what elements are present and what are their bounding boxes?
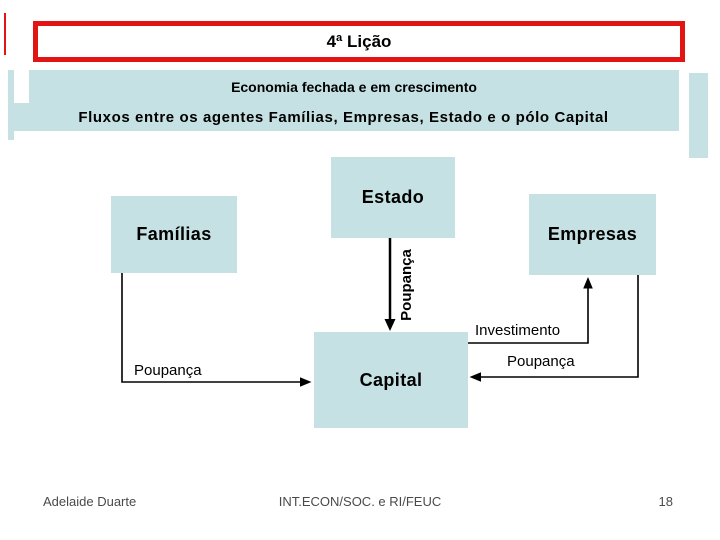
footer-course: INT.ECON/SOC. e RI/FEUC [278, 494, 442, 509]
flow-label-familias-capital: Poupança [134, 362, 202, 379]
flow-label-empresas-capital: Poupança [507, 353, 575, 370]
arrowhead-capital-empresas [583, 277, 593, 289]
slide-number: 18 [658, 494, 673, 509]
description-text: Fluxos entre os agentes Famílias, Empres… [78, 108, 609, 126]
slide-title: 4ª Lição [326, 31, 392, 51]
node-estado-label: Estado [361, 187, 425, 207]
node-estado: Estado [331, 157, 455, 238]
arrowhead-familias-capital [300, 377, 312, 387]
right-blue-accent-strip [689, 73, 708, 158]
subtitle-banner: Economia fechada e em crescimento [29, 70, 679, 103]
node-capital: Capital [314, 332, 468, 428]
title-box: 4ª Lição [33, 21, 685, 62]
left-red-accent-line [4, 13, 6, 55]
node-familias-label: Famílias [136, 224, 212, 244]
node-capital-label: Capital [359, 369, 423, 390]
description-banner: Fluxos entre os agentes Famílias, Empres… [8, 103, 679, 131]
node-empresas: Empresas [529, 194, 656, 275]
flow-label-estado-capital: Poupança [398, 249, 415, 321]
arrowhead-estado-capital [384, 319, 396, 331]
footer-author: Adelaide Duarte [43, 494, 137, 509]
flow-label-capital-empresas: Investimento [475, 322, 561, 339]
arrowhead-empresas-capital [469, 372, 481, 382]
node-familias: Famílias [111, 196, 237, 273]
subtitle-text: Economia fechada e em crescimento [231, 78, 477, 95]
node-empresas-label: Empresas [547, 224, 638, 244]
